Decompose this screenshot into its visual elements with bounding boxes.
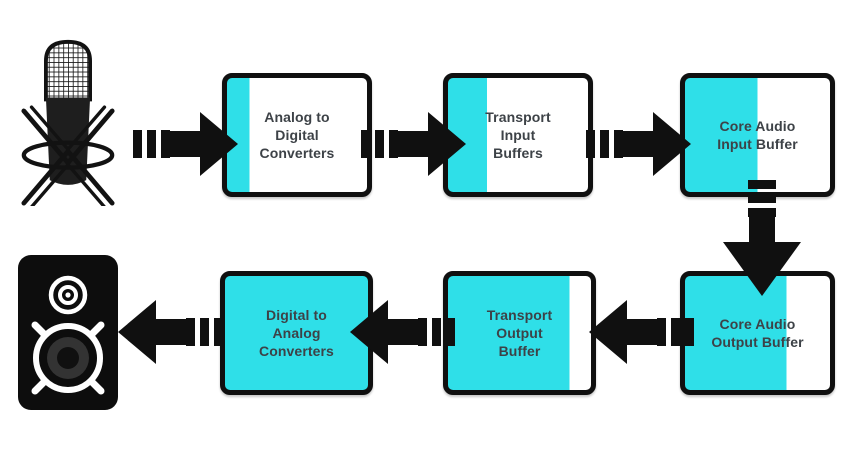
box-digital-to-analog-converters: Digital to Analog Converters [220, 271, 373, 395]
arrow-right-mic-to-adc [133, 112, 238, 176]
speaker-icon [18, 255, 118, 410]
box-analog-to-digital-converters: Analog to Digital Converters [222, 73, 372, 197]
box-label: Core Audio Output Buffer [711, 316, 804, 350]
arrow-right-adc-to-transport-input [361, 112, 466, 176]
arrow-down-core-input-to-core-output [722, 180, 802, 296]
box-core-audio-input-buffer: Core Audio Input Buffer [680, 73, 835, 197]
arrow-left-core-output-to-transport-output [589, 300, 694, 364]
arrow-left-dac-to-speaker [118, 300, 223, 364]
box-transport-output-buffer: Transport Output Buffer [443, 271, 596, 395]
box-label: Transport Output Buffer [486, 307, 553, 359]
box-label: Digital to Analog Converters [259, 307, 334, 359]
arrow-right-transport-input-to-core-input [586, 112, 691, 176]
microphone-icon [20, 38, 116, 214]
arrow-left-transport-output-to-dac [350, 300, 455, 364]
box-label: Analog to Digital Converters [259, 109, 335, 161]
box-label: Core Audio Input Buffer [717, 118, 798, 152]
box-label: Transport Input Buffers [485, 109, 551, 161]
